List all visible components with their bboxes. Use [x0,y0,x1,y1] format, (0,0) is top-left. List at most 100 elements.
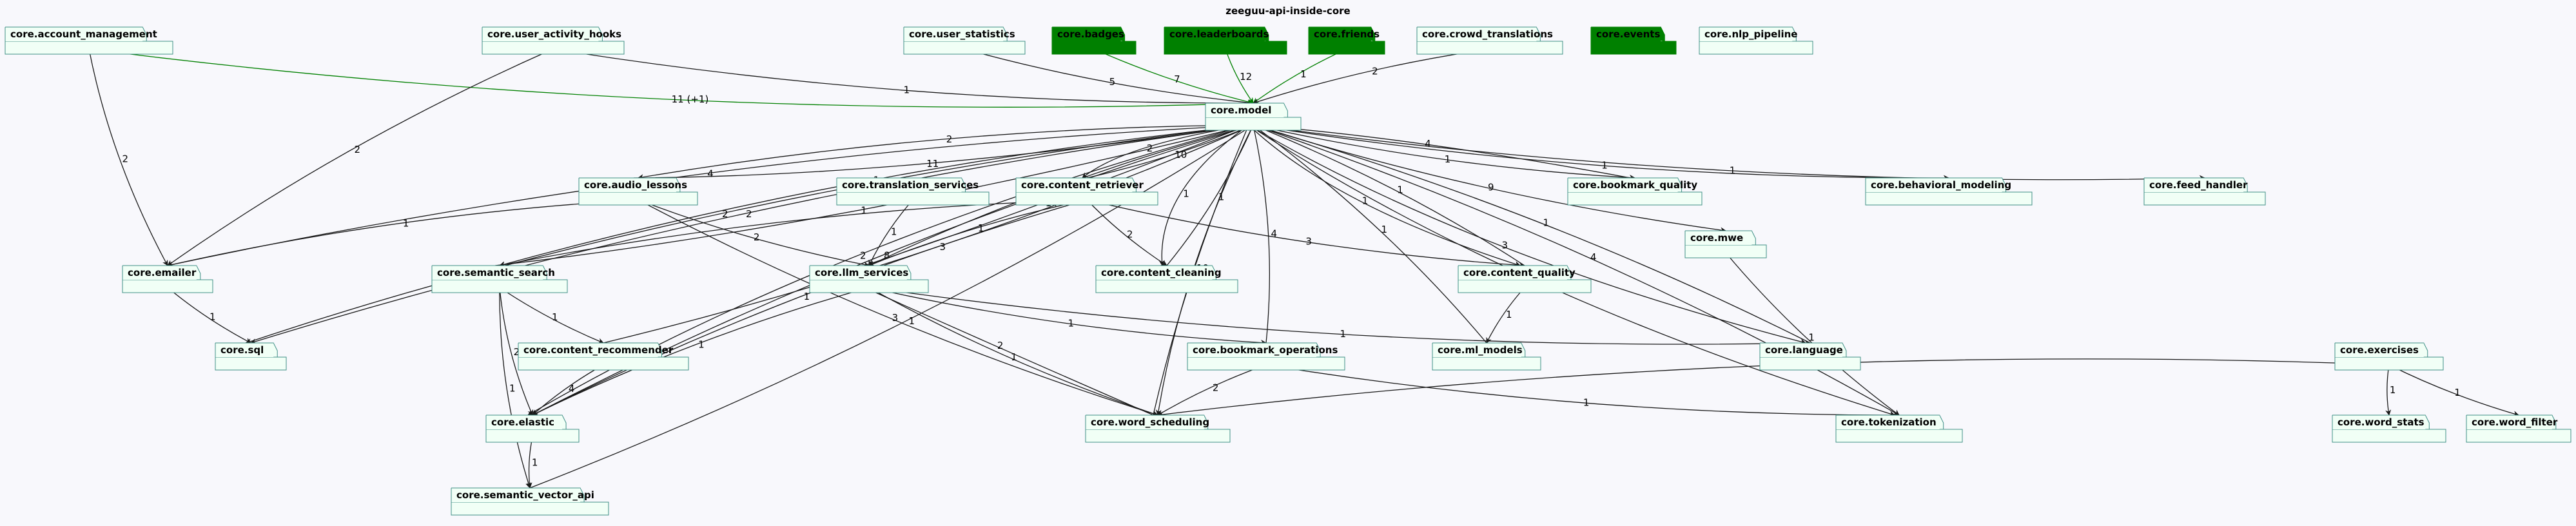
package-label: core.user_statistics [909,28,1015,40]
package-semantic-search[interactable]: core.semantic_search [431,265,568,293]
package-language[interactable]: core.language [1759,342,1861,371]
package-tab-fill [1205,103,1284,117]
package-label: core.tokenization [1841,416,1937,428]
package-tab-fill [1187,343,1317,357]
package-friends[interactable]: core.friends [1308,26,1385,55]
edge-translation_services-to-llm_services [868,199,913,266]
package-label: core.content_recommender [523,344,674,356]
edge-label-model-to-elastic: 8 [884,250,890,262]
package-mwe[interactable]: core.mwe [1684,230,1767,258]
package-badges[interactable]: core.badges [1051,26,1137,55]
package-tab-fill [1016,178,1133,192]
package-bookmark-quality[interactable]: core.bookmark_quality [1567,177,1703,206]
package-emailer[interactable]: core.emailer [122,265,213,293]
package-label: core.content_cleaning [1101,267,1222,278]
package-label: core.semantic_search [437,267,555,278]
edge-label-content_retriever-to-content_quality: 3 [1305,236,1312,248]
edge-content_retriever-to-semantic_search [499,199,1088,268]
package-elastic[interactable]: core.elastic [485,414,580,443]
package-word-stats[interactable]: core.word_stats [2332,414,2446,443]
edge-label-llm_services-to-word_scheduling: 1 [1011,351,1017,363]
edge-label-model-to-bookmark_quality: 1 [1445,153,1451,165]
package-exercises[interactable]: core.exercises [2334,342,2444,371]
edge-label-model-to-audio_lessons: 2 [946,133,953,145]
package-account-management[interactable]: core.account_management [5,26,173,55]
package-sql[interactable]: core.sql [215,342,287,371]
edge-label-model-to-language: 3 [1501,239,1508,251]
package-leaderboards[interactable]: core.leaderboards [1164,26,1287,55]
package-label: core.content_retriever [1021,179,1144,191]
package-tab-fill [5,27,143,41]
edge-label-model-to-content_quality: 1 [1362,195,1369,206]
package-label: core.bookmark_operations [1193,344,1338,356]
edge-content_retriever-to-model [1086,124,1254,179]
package-word-scheduling[interactable]: core.word_scheduling [1085,414,1231,443]
package-label: core.content_quality [1463,267,1576,278]
package-label: core.llm_services [815,267,908,278]
package-llm-services[interactable]: core.llm_services [809,265,929,293]
package-feed-handler[interactable]: core.feed_handler [2143,177,2266,206]
package-behavioral-modeling[interactable]: core.behavioral_modeling [1865,177,2033,206]
package-events[interactable]: core.events [1590,26,1677,55]
package-label: core.feed_handler [2149,179,2248,191]
edge-label-model-to-sql: 2 [746,208,752,220]
package-content-recommender[interactable]: core.content_recommender [518,342,689,371]
edge-label-model-to-feed_handler: 1 [1730,165,1736,177]
edge-label-content_retriever-to-content_cleaning: 2 [1127,228,1133,240]
package-tab-fill [1699,27,1793,41]
package-content-cleaning[interactable]: core.content_cleaning [1095,265,1238,293]
edge-label-user_statistics-to-model: 5 [1109,76,1116,88]
package-tab-fill [482,27,599,41]
package-semantic-vector-api[interactable]: core.semantic_vector_api [451,487,609,516]
package-tab-fill [1760,343,1842,357]
package-tab-fill [1417,27,1537,41]
package-user-statistics[interactable]: core.user_statistics [903,26,1026,55]
edge-label-model-to-elastic: 2 [860,250,866,262]
edge-label-model-to-behavioral_modeling: 1 [1601,160,1608,171]
edge-label-content_retriever-to-llm_services: 1 [978,222,984,234]
edge-label-content_retriever-to-model: 10 [1175,149,1187,161]
package-tab-fill [904,27,1004,41]
edge-label-crowd_translations-to-model: 2 [1372,66,1378,77]
edge-label-leaderboards-to-model: 12 [1240,71,1252,83]
edge-content_retriever-to-content_quality [1086,199,1525,268]
package-tab-fill [486,415,563,429]
packages-layer: core.account_management core.user_activit… [5,26,2571,516]
edge-label-model-to-content_cleaning: 1 [1183,188,1189,199]
edge-mwe-to-tokenization [1725,252,1900,416]
package-bookmark-operations[interactable]: core.bookmark_operations [1187,342,1345,371]
package-translation-services[interactable]: core.translation_services [836,177,990,206]
package-tab-fill [1568,178,1678,192]
package-content-retriever[interactable]: core.content_retriever [1015,177,1158,206]
package-audio-lessons[interactable]: core.audio_lessons [578,177,698,206]
package-nlp-pipeline[interactable]: core.nlp_pipeline [1699,26,1813,55]
edge-label-exercises-to-word_filter: 1 [2454,387,2461,398]
package-user-activity-hooks[interactable]: core.user_activity_hooks [482,26,625,55]
package-label: core.leaderboards [1169,28,1269,40]
edge-friends-to-model [1253,48,1347,104]
package-content-quality[interactable]: core.content_quality [1458,265,1592,293]
edge-exercises-to-word_filter [2388,364,2519,417]
package-label: core.user_activity_hooks [487,28,621,40]
package-label: core.model [1211,104,1271,116]
edge-label-model-to-mwe: 9 [1488,182,1494,193]
package-ml-models[interactable]: core.ml_models [1432,342,1541,371]
package-label: core.semantic_vector_api [456,489,594,501]
edge-label-content_recommender-to-model: 3 [940,241,946,253]
edge-llm_services-to-language [868,287,1811,346]
package-word-filter[interactable]: core.word_filter [2466,414,2571,443]
edge-content_quality-to-model [1253,124,1525,266]
edge-label-content_quality-to-ml_models: 1 [1506,309,1512,320]
edges-layer: 11 (+1)212571212422821121121410211111491… [88,48,2519,489]
package-model[interactable]: core.model [1205,102,1302,131]
package-crowd-translations[interactable]: core.crowd_translations [1416,26,1563,55]
edge-user_statistics-to-model [964,48,1254,106]
package-label: core.language [1765,344,1843,356]
edge-label-llm_services-to-bookmark_operations: 1 [1068,317,1075,329]
package-tokenization[interactable]: core.tokenization [1835,414,1963,443]
edge-label-badges-to-model: 7 [1174,73,1180,85]
edge-llm_services-to-word_scheduling [868,287,1158,416]
package-label: core.bookmark_quality [1573,179,1697,191]
edge-account_management-to-emailer [88,48,168,266]
